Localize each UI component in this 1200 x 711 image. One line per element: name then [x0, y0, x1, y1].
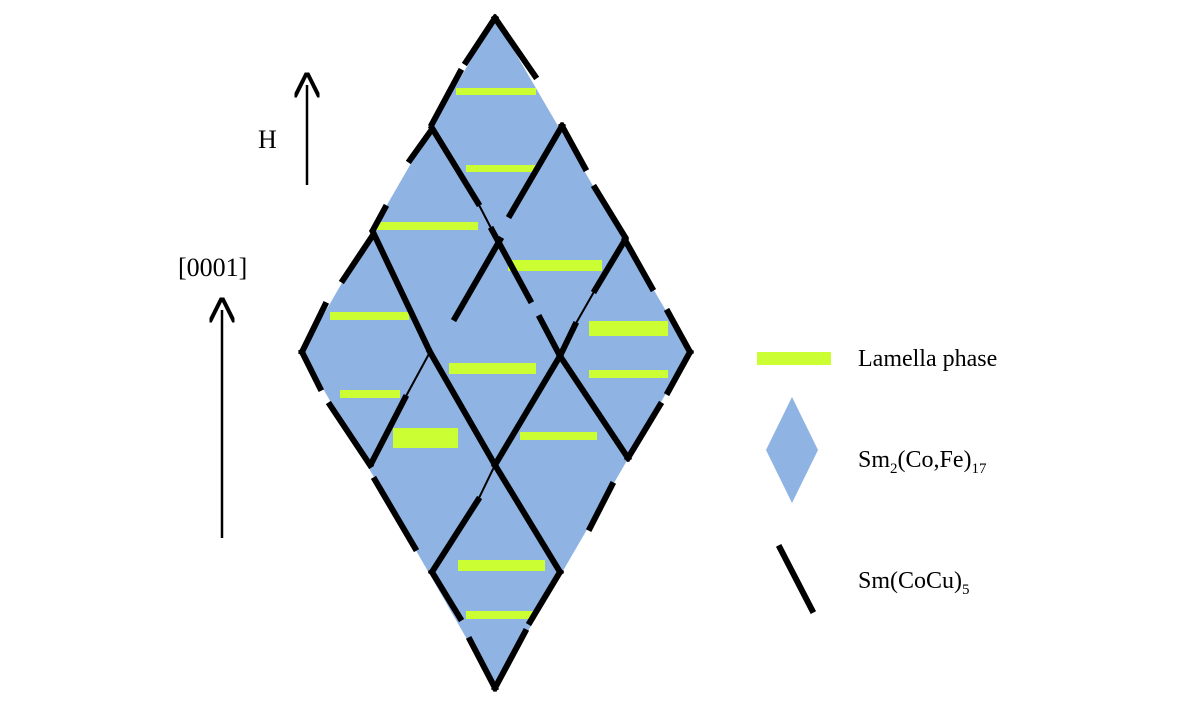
boundary-segment: [590, 235, 630, 295]
cell-boundaries: [297, 13, 695, 693]
lamella-bar: [376, 222, 478, 230]
boundary-segment: [623, 400, 665, 463]
lamella-bar: [466, 165, 536, 172]
legend: Lamella phase Sm2(Co,Fe)17 Sm(CoCu)5: [757, 346, 997, 615]
boundary-segment: [476, 201, 494, 232]
direction-label: [0001]: [178, 253, 247, 282]
boundary-segment: [425, 347, 500, 470]
boundary-segment: [367, 393, 410, 467]
legend-sm2cofe17-label: Sm2(Co,Fe)17: [858, 447, 987, 477]
legend-smcocu5-swatch: [775, 543, 817, 615]
boundary-segment: [450, 235, 505, 323]
lamella-bar: [330, 312, 409, 320]
boundary-segment: [555, 351, 633, 463]
boundary-segment: [573, 288, 597, 327]
boundary-segment: [427, 495, 483, 577]
boundary-segment: [297, 347, 325, 393]
lamella-bar: [520, 432, 597, 440]
boundary-segment: [476, 463, 497, 502]
boundary-segment: [403, 350, 432, 400]
field-indicator: H: [258, 85, 307, 185]
boundary-segment: [370, 475, 420, 553]
lamella-bars: [330, 88, 668, 619]
boundary-segment: [663, 347, 695, 397]
legend-lamella-label: Lamella phase: [858, 346, 997, 372]
lamella-bar: [589, 370, 668, 378]
lamella-bar: [456, 88, 536, 95]
direction-indicator: [0001]: [178, 253, 247, 538]
lamella-bar: [449, 363, 536, 374]
boundary-segment: [338, 230, 378, 285]
cell-region: [302, 18, 690, 688]
legend-sm2cofe17-swatch: [766, 397, 818, 503]
lamella-bar: [458, 560, 545, 571]
boundary-segment: [585, 480, 617, 533]
boundary-segment: [297, 300, 330, 357]
boundary-segment: [427, 567, 465, 623]
boundary-segment: [535, 313, 565, 361]
boundary-segment: [369, 228, 434, 356]
boundary-segment: [555, 320, 580, 361]
lamella-bar: [393, 428, 458, 448]
lamella-bar: [466, 611, 536, 619]
boundary-segment: [405, 127, 435, 165]
field-label: H: [258, 125, 277, 154]
boundary-segment: [427, 123, 483, 208]
lamella-bar: [508, 260, 602, 271]
boundary-segment: [461, 13, 500, 67]
boundary-segment: [490, 351, 565, 470]
boundary-segment: [490, 460, 565, 577]
boundary-segment: [427, 67, 465, 129]
boundary-segment: [490, 13, 540, 81]
boundary-segment: [325, 400, 375, 470]
boundary-segment: [557, 121, 590, 173]
boundary-segment: [368, 203, 390, 235]
boundary-segment: [663, 307, 695, 357]
boundary-segment: [465, 635, 500, 693]
legend-lamella-swatch: [757, 352, 831, 365]
boundary-segment: [525, 567, 565, 627]
legend-smcocu5-label: Sm(CoCu)5: [858, 568, 970, 598]
sm2cofe17-matrix: [302, 18, 690, 688]
boundary-segment: [505, 121, 567, 220]
boundary-segment: [590, 183, 630, 242]
boundary-segment: [490, 627, 530, 693]
lamella-bar: [589, 321, 668, 336]
lamella-bar: [340, 390, 400, 398]
boundary-segment: [620, 235, 657, 293]
